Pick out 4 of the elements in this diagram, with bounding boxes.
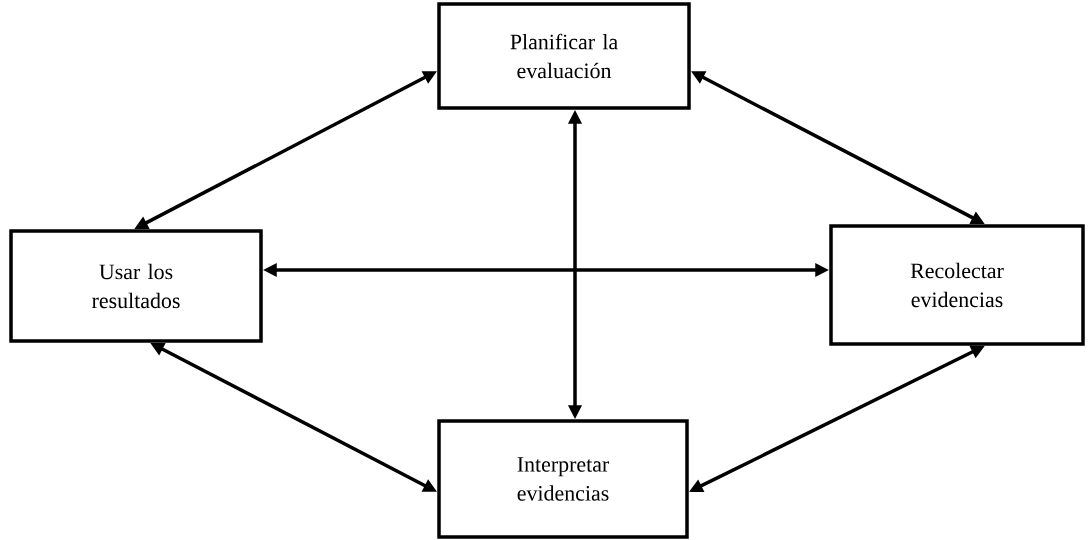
process-box: Usar los resultados <box>9 229 263 343</box>
process-box: Interpretar evidencias <box>437 419 689 539</box>
process-box: Recolectar evidencias <box>829 224 1085 346</box>
process-box: Planificar la evaluación <box>437 2 691 110</box>
